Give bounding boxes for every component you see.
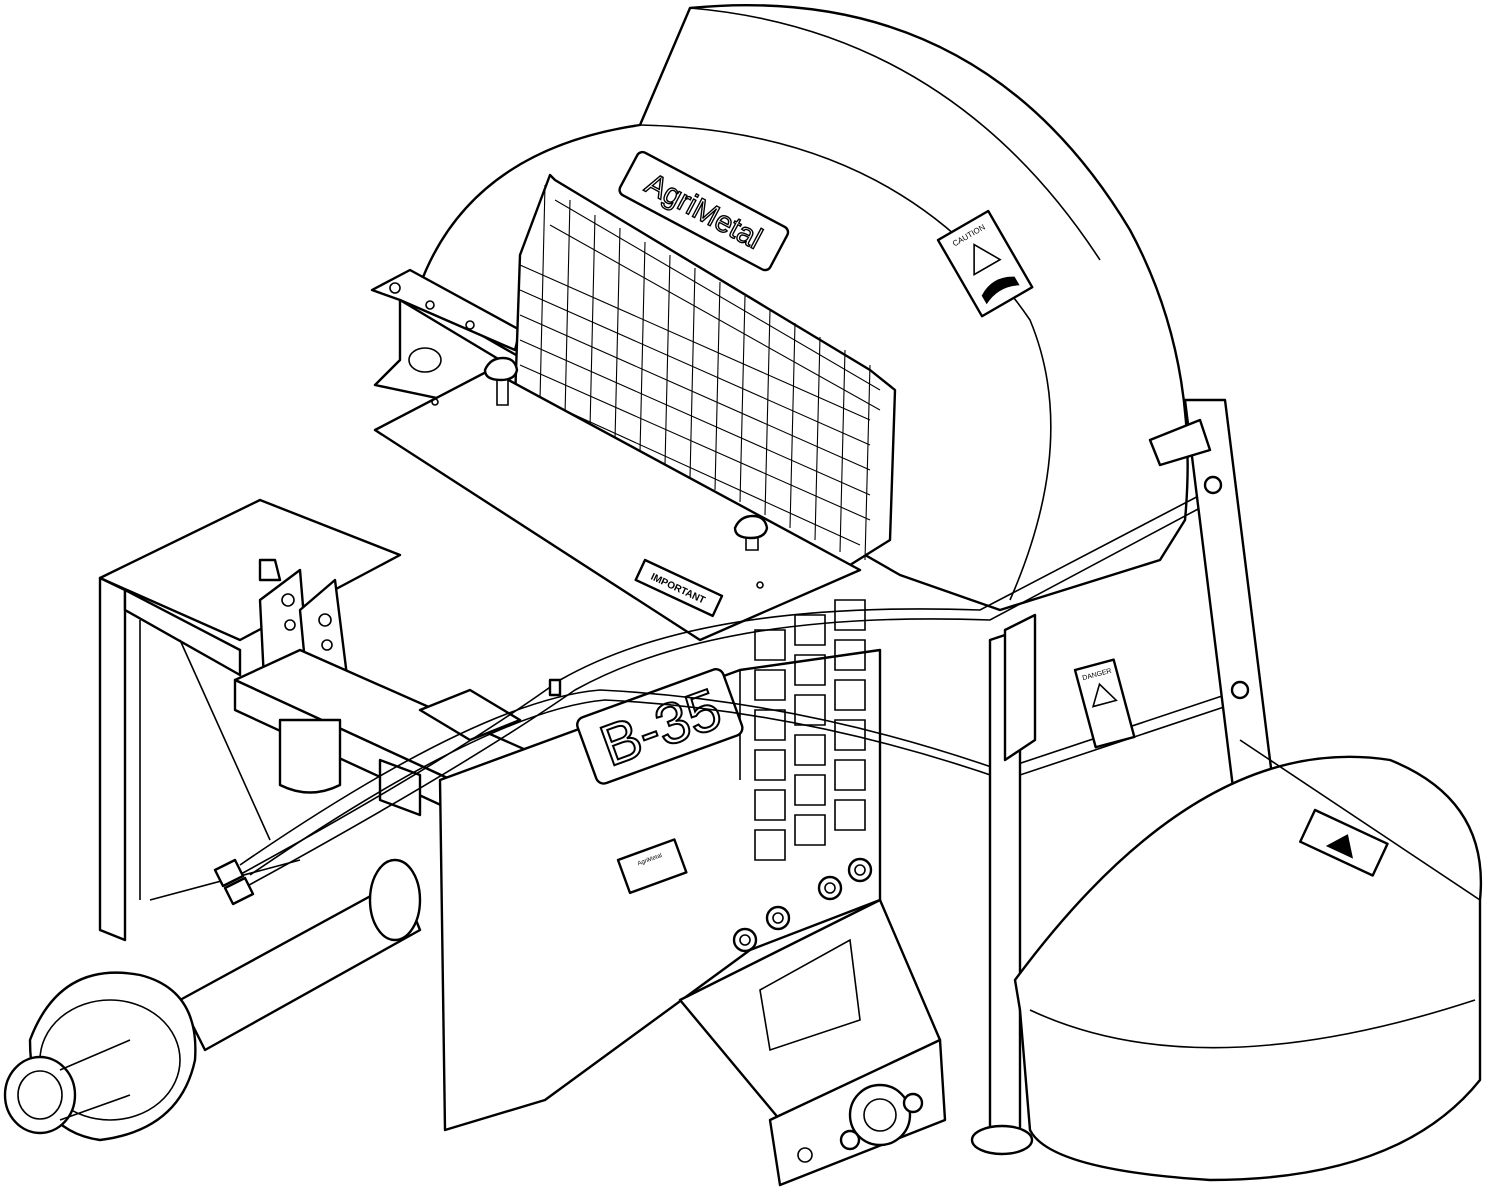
- pto-shaft: [3, 858, 422, 1142]
- deflector-drum: [1013, 739, 1483, 1182]
- housing-flange: [370, 268, 522, 407]
- support-post: [970, 613, 1037, 1156]
- hydraulic-hoses: [213, 489, 1246, 906]
- fan-housing: [418, 4, 1189, 612]
- plate-bolts: [732, 857, 873, 953]
- lower-mount: [678, 898, 947, 1187]
- main-frame: [98, 498, 402, 942]
- intake-grill: [513, 173, 897, 567]
- top-plate: [373, 356, 862, 642]
- danger-decal: DANGER: [1073, 658, 1136, 749]
- id-plate: AgriMetal: [616, 838, 688, 895]
- deflector-decal: [1299, 808, 1389, 877]
- plate-openings: [754, 599, 866, 861]
- gearbox-cylinder: [278, 688, 522, 817]
